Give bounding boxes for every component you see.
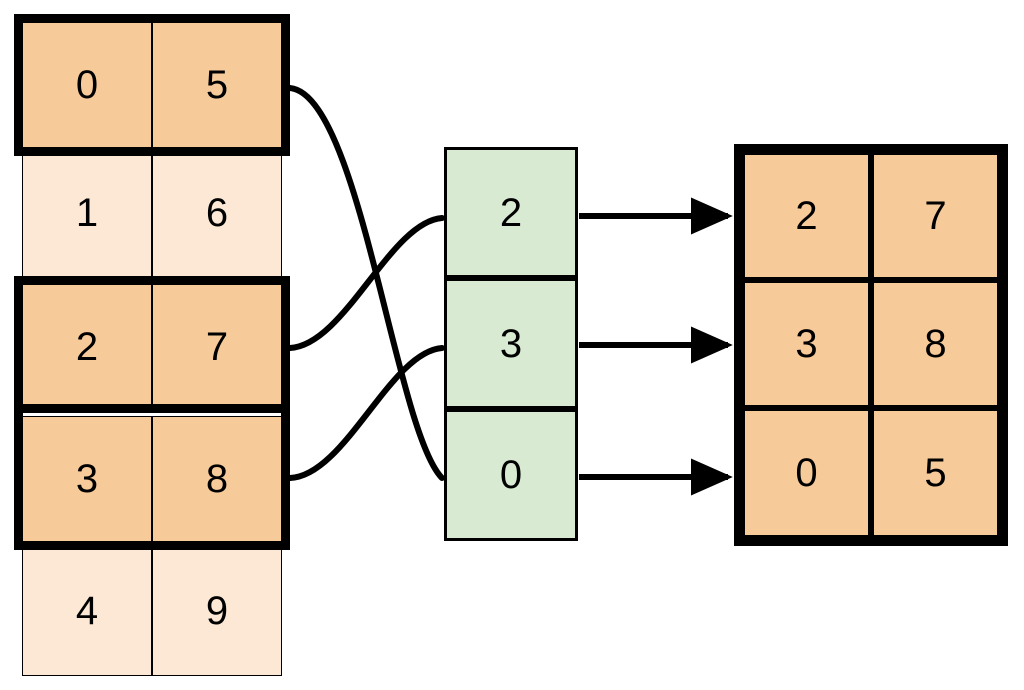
index-cell-1: 3 [444, 278, 578, 409]
result-cell-r2c0: 0 [742, 408, 871, 538]
source-cell-r2c1: 7 [152, 284, 282, 410]
source-cell-r0c1: 5 [152, 22, 282, 148]
source-cell-r1c0: 1 [22, 148, 152, 278]
result-cell-r2c1: 5 [871, 408, 1000, 538]
source-cell-r4c1: 9 [152, 546, 282, 676]
source-cell-r3c1: 8 [152, 416, 282, 542]
result-cell-r1c1: 8 [871, 280, 1000, 408]
result-cell-r0c1: 7 [871, 152, 1000, 280]
link-row0-to-index2 [287, 85, 445, 481]
source-cell-r1c1: 6 [152, 148, 282, 278]
link-row3-to-index1 [287, 345, 445, 481]
index-cell-0: 2 [444, 147, 578, 278]
result-cell-r0c0: 2 [742, 152, 871, 280]
source-cell-r3c0: 3 [22, 416, 152, 542]
result-cell-r1c0: 3 [742, 280, 871, 408]
link-row2-to-index0 [287, 215, 445, 351]
index-cell-2: 0 [444, 409, 578, 541]
source-cell-r0c0: 0 [22, 22, 152, 148]
source-cell-r2c0: 2 [22, 284, 152, 410]
source-cell-r4c0: 4 [22, 546, 152, 676]
